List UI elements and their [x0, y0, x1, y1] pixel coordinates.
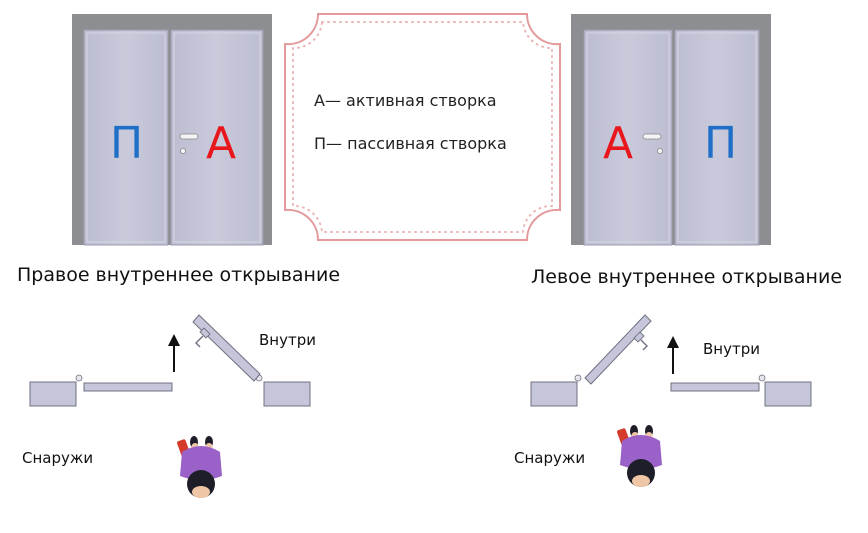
right-door-active-letter: А	[603, 118, 634, 169]
left-floor-plan	[29, 314, 311, 498]
legend-frame	[284, 13, 561, 241]
left-plan-outside-label: Снаружи	[22, 449, 94, 467]
right-plan-outside-label: Снаружи	[514, 449, 586, 467]
right-floor-plan	[530, 314, 812, 487]
left-plan-wall-right	[263, 381, 311, 407]
direction-arrow-icon	[667, 336, 679, 374]
right-door-passive-letter: П	[704, 118, 738, 169]
right-door-caption: Левое внутреннее открывание	[531, 266, 843, 288]
person-icon	[177, 436, 222, 498]
right-door-passive-leaf	[674, 29, 760, 246]
left-door-caption: Правое внутреннее открывание	[17, 264, 341, 286]
right-plan-inside-label: Внутри	[703, 340, 760, 358]
direction-arrow-icon	[168, 334, 180, 372]
left-door-active-letter: А	[206, 118, 237, 169]
door-handle-icon	[179, 133, 199, 154]
right-plan-wall-left	[530, 381, 578, 407]
right-plan-wall-right	[764, 381, 812, 407]
door-handle-icon	[642, 133, 664, 154]
left-plan-passive-leaf	[83, 382, 173, 392]
left-double-door	[72, 14, 272, 246]
right-plan-active-leaf-open	[584, 314, 652, 385]
person-icon	[617, 425, 662, 487]
right-double-door	[571, 14, 771, 246]
left-plan-active-leaf-open	[192, 314, 261, 382]
right-plan-passive-leaf	[670, 382, 760, 392]
left-plan-inside-label: Внутри	[259, 331, 316, 349]
legend-passive-line: П— пассивная створка	[314, 134, 507, 153]
left-plan-wall-left	[29, 381, 77, 407]
left-door-passive-letter: П	[110, 118, 144, 169]
left-door-passive-leaf	[83, 29, 169, 246]
legend-active-line: А— активная створка	[314, 91, 497, 110]
